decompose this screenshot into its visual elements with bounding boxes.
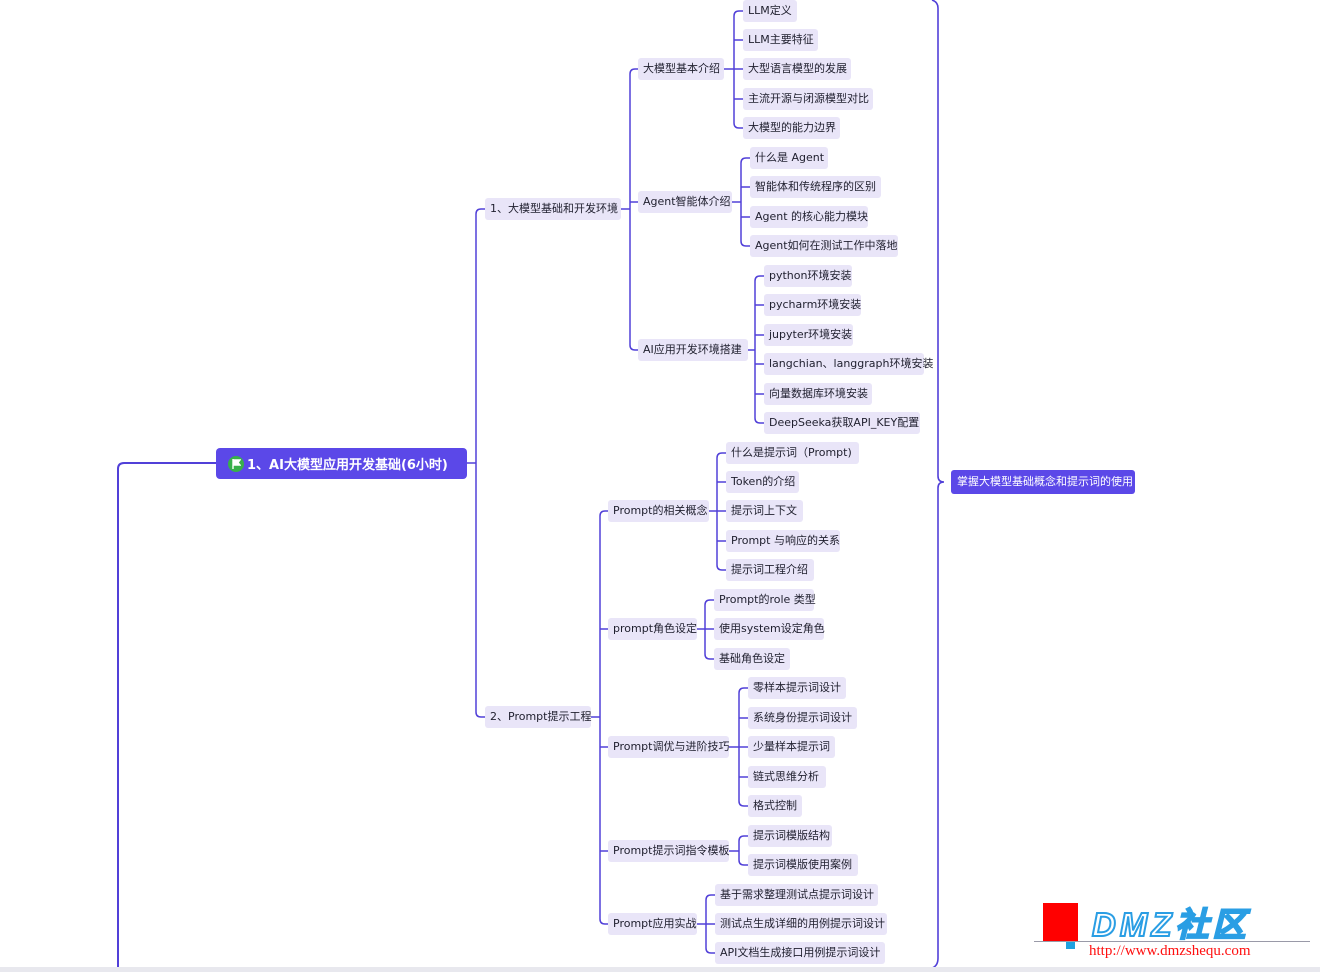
leaf-topic[interactable]: python环境安装 xyxy=(764,265,852,287)
watermark-url: http://www.dmzshequ.com xyxy=(1089,943,1251,959)
connector-line xyxy=(716,452,726,459)
connector-line xyxy=(704,653,714,660)
branch-topic[interactable]: 1、大模型基础和开发环境 xyxy=(485,198,621,220)
leaf-topic[interactable]: Agent 的核心能力模块 xyxy=(750,206,868,228)
connector-line xyxy=(705,894,715,901)
summary-label: 掌握大模型基础概念和提示词的使用 xyxy=(957,475,1133,488)
leaf-topic[interactable]: 格式控制 xyxy=(748,795,802,817)
leaf-topic[interactable]: DeepSeeka获取API_KEY配置 xyxy=(764,412,920,434)
leaf-topic[interactable]: 少量样本提示词 xyxy=(748,736,835,758)
leaf-topic[interactable]: 什么是提示词（Prompt) xyxy=(726,442,859,464)
watermark-brand: DMZ社区 xyxy=(1091,905,1250,944)
connector-line xyxy=(475,208,485,215)
leaf-topic[interactable]: 测试点生成详细的用例提示词设计 xyxy=(715,913,887,935)
leaf-topic[interactable]: 智能体和传统程序的区别 xyxy=(750,176,881,198)
bottom-scroll-strip xyxy=(0,967,1320,972)
connector-line xyxy=(599,510,608,517)
leaf-topic[interactable]: 零样本提示词设计 xyxy=(748,677,846,699)
root-label: 1、AI大模型应用开发基础(6小时) xyxy=(247,458,448,473)
connector-line xyxy=(754,275,764,282)
connector-line xyxy=(738,687,748,694)
connector-line xyxy=(733,122,743,129)
leaf-topic[interactable]: 提示词上下文 xyxy=(726,500,803,522)
connector-line xyxy=(738,800,748,807)
connector-line xyxy=(716,564,726,571)
leaf-topic[interactable]: 主流开源与闭源模型对比 xyxy=(743,88,873,110)
summary-topic[interactable]: 掌握大模型基础概念和提示词的使用 xyxy=(951,470,1135,494)
leaf-topic[interactable]: LLM定义 xyxy=(743,0,797,22)
leaf-topic[interactable]: 向量数据库环境安装 xyxy=(764,383,872,405)
subtopic[interactable]: prompt角色设定 xyxy=(608,618,697,640)
connector-line xyxy=(754,417,764,424)
connector-line xyxy=(738,835,748,842)
leaf-topic[interactable]: 基础角色设定 xyxy=(714,648,790,670)
leaf-topic[interactable]: Prompt的role 类型 xyxy=(714,589,816,611)
subtopic[interactable]: Prompt应用实战 xyxy=(608,913,697,935)
leaf-topic[interactable]: 什么是 Agent xyxy=(750,147,828,169)
leaf-topic[interactable]: 提示词模版使用案例 xyxy=(748,854,858,876)
root-topic[interactable]: 1、AI大模型应用开发基础(6小时) xyxy=(216,448,467,479)
connector-line xyxy=(733,10,743,17)
watermark-blue-block xyxy=(1066,942,1075,949)
connector-line xyxy=(740,240,750,247)
subtopic[interactable]: 大模型基本介绍 xyxy=(638,58,724,80)
subtopic[interactable]: Prompt调优与进阶技巧 xyxy=(608,736,729,758)
leaf-topic[interactable]: 基于需求整理测试点提示词设计 xyxy=(715,884,878,906)
connector-line xyxy=(475,711,485,718)
leaf-topic[interactable]: 大模型的能力边界 xyxy=(743,117,840,139)
subtopic[interactable]: Agent智能体介绍 xyxy=(638,191,732,213)
leaf-topic[interactable]: langchian、langgraph环境安装 xyxy=(764,353,934,375)
leaf-topic[interactable]: Prompt 与响应的关系 xyxy=(726,530,840,552)
leaf-topic[interactable]: 使用system设定角色 xyxy=(714,618,825,640)
connector-line xyxy=(740,157,750,164)
flag-icon xyxy=(228,455,244,472)
connector-line xyxy=(704,599,714,606)
leaf-topic[interactable]: jupyter环境安装 xyxy=(764,324,853,346)
leaf-topic[interactable]: 系统身份提示词设计 xyxy=(748,707,857,729)
leaf-topic[interactable]: Agent如何在测试工作中落地 xyxy=(750,235,898,257)
connector-line xyxy=(931,0,945,969)
leaf-topic[interactable]: 提示词模版结构 xyxy=(748,825,832,847)
leaf-topic[interactable]: pycharm环境安装 xyxy=(764,294,861,316)
leaf-topic[interactable]: 链式思维分析 xyxy=(748,766,826,788)
leaf-topic[interactable]: Token的介绍 xyxy=(726,471,799,493)
connector-line xyxy=(738,859,748,866)
branch-topic[interactable]: 2、Prompt提示工程 xyxy=(485,706,591,728)
connector-line xyxy=(117,462,216,972)
watermark-red-block xyxy=(1043,903,1078,941)
leaf-topic[interactable]: API文档生成接口用例提示词设计 xyxy=(715,942,885,964)
connector-line xyxy=(599,918,608,925)
connector-line xyxy=(629,344,638,351)
subtopic[interactable]: AI应用开发环境搭建 xyxy=(638,339,748,361)
leaf-topic[interactable]: 提示词工程介绍 xyxy=(726,559,814,581)
subtopic[interactable]: Prompt提示词指令模板 xyxy=(608,840,729,862)
subtopic[interactable]: Prompt的相关概念 xyxy=(608,500,709,522)
leaf-topic[interactable]: 大型语言模型的发展 xyxy=(743,58,851,80)
watermark-divider xyxy=(1034,941,1310,942)
connector-line xyxy=(705,947,715,954)
leaf-topic[interactable]: LLM主要特征 xyxy=(743,29,818,51)
connector-line xyxy=(629,68,638,75)
